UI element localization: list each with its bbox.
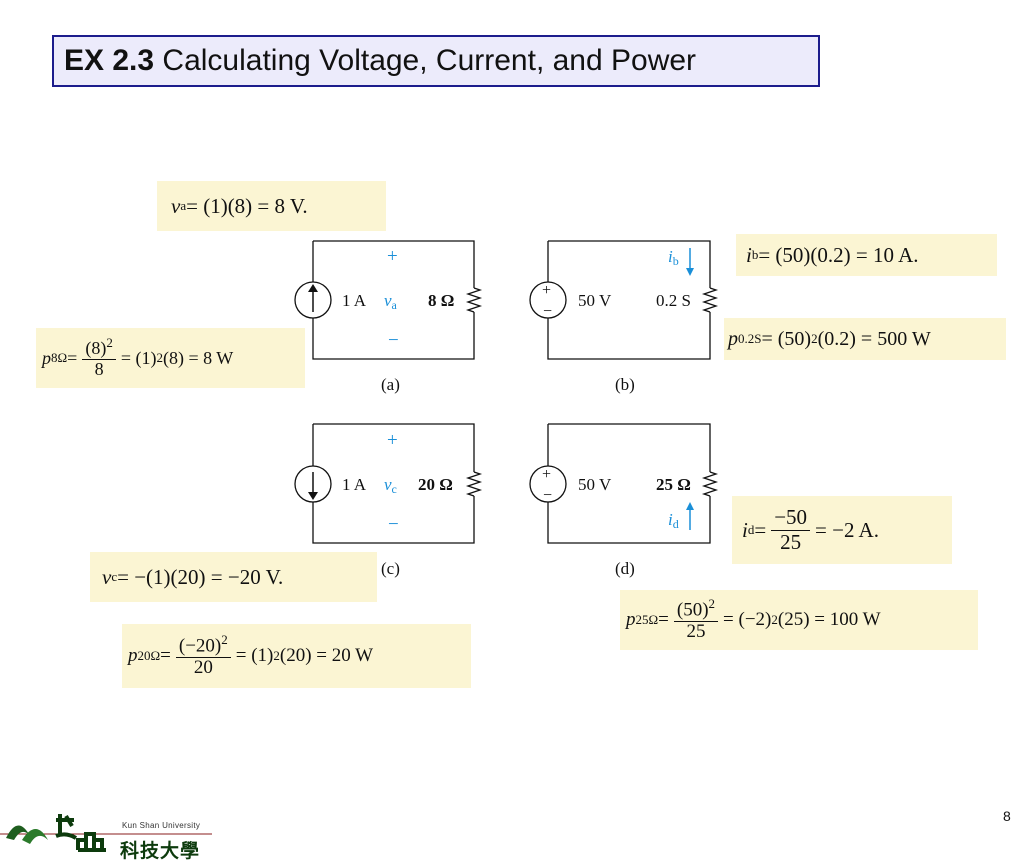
circuit-b: + − 50 V 0.2 S ib (b)	[529, 240, 719, 394]
arrow-down-icon	[686, 268, 694, 276]
circuit-b-current-label: ib	[668, 247, 679, 268]
title-bold: EX 2.3	[64, 44, 155, 77]
circuit-a: 1 A 8 Ω + − va (a)	[294, 240, 483, 394]
circuit-c-minus: −	[388, 514, 399, 535]
arrow-up-icon	[686, 502, 694, 510]
circuit-c-voltage-label: vc	[384, 475, 397, 496]
page-number: 8	[1003, 808, 1011, 824]
slide-title: EX 2.3 Calculating Voltage, Current, and…	[52, 35, 820, 87]
circuit-a-minus: −	[388, 330, 399, 351]
circuit-d-source-label: 50 V	[578, 475, 612, 494]
voltage-source-icon	[529, 465, 567, 503]
circuit-b-source-minus: −	[543, 303, 552, 320]
current-source-icon	[294, 281, 332, 319]
circuit-a-plus: +	[387, 246, 398, 267]
logo-english-text: Kun Shan University	[122, 821, 201, 830]
resistor-icon	[701, 471, 719, 497]
circuit-a-caption: (a)	[381, 375, 400, 394]
logo-chinese-text: 科技大學	[120, 840, 201, 862]
circuit-a-voltage-label: va	[384, 291, 398, 312]
circuit-b-conductance-label: 0.2 S	[656, 291, 691, 310]
resistor-icon	[465, 287, 483, 313]
circuit-a-source-label: 1 A	[342, 291, 367, 310]
circuit-b-source-plus: +	[542, 282, 551, 299]
circuit-d-resistor-label: 25 Ω	[656, 475, 691, 494]
resistor-icon	[465, 471, 483, 497]
circuit-c-resistor-label: 20 Ω	[418, 475, 453, 494]
circuit-c-plus: +	[387, 430, 398, 451]
circuit-d-caption: (d)	[615, 559, 635, 578]
university-logo-icon	[0, 814, 212, 852]
circuit-d-current-label: id	[668, 510, 679, 531]
circuit-c-source-label: 1 A	[342, 475, 367, 494]
title-text: Calculating Voltage, Current, and Power	[154, 44, 697, 77]
voltage-source-icon	[529, 281, 567, 319]
resistor-icon	[701, 287, 719, 313]
circuit-a-resistor-label: 8 Ω	[428, 291, 454, 310]
circuit-d-source-minus: −	[543, 487, 552, 504]
circuit-c-caption: (c)	[381, 559, 400, 578]
circuit-c: 1 A 20 Ω + − vc (c)	[294, 423, 483, 578]
circuit-b-source-label: 50 V	[578, 291, 612, 310]
circuit-d-source-plus: +	[542, 466, 551, 483]
circuit-b-caption: (b)	[615, 375, 635, 394]
circuit-d: + − 50 V 25 Ω id (d)	[529, 423, 719, 578]
current-source-icon	[294, 465, 332, 503]
